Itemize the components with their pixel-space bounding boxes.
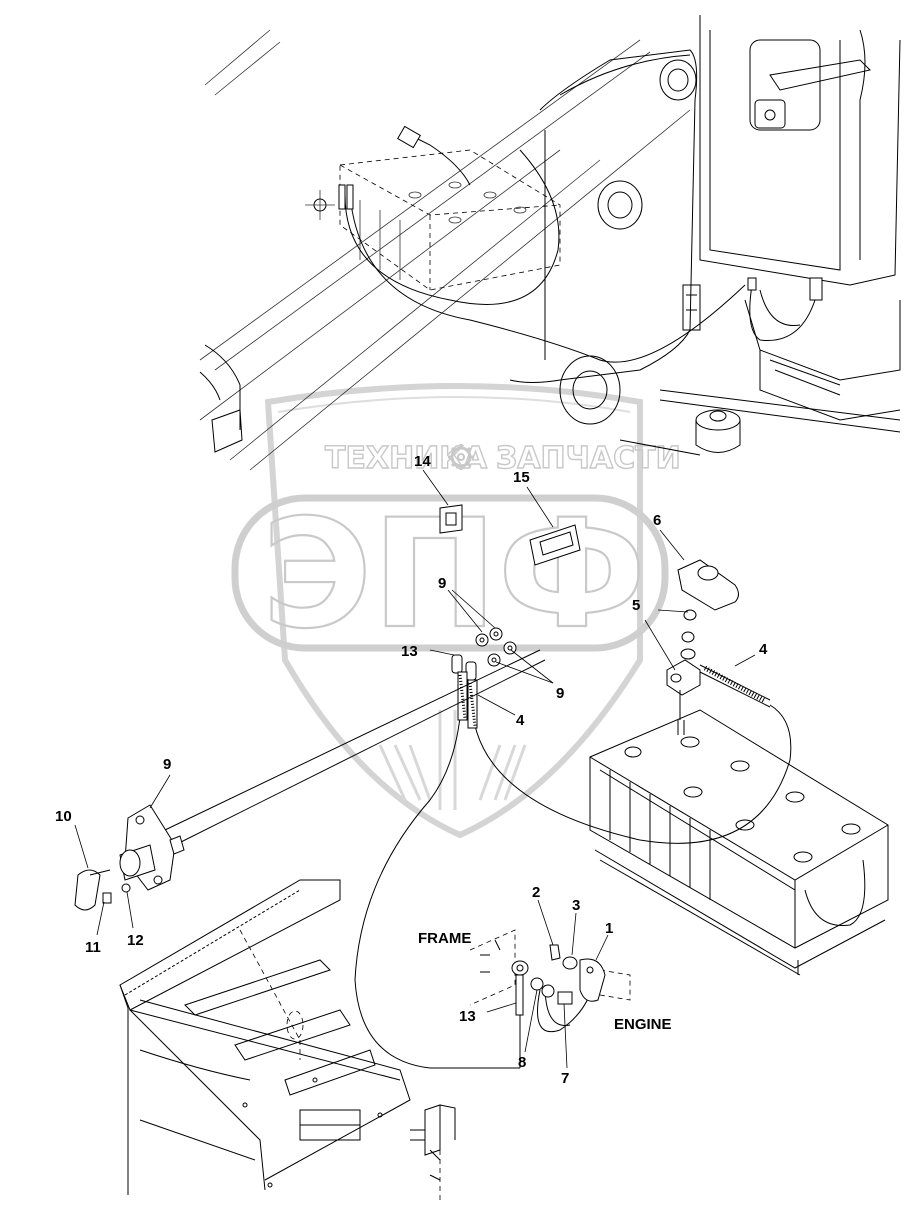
watermark-right-text: ЗАПЧАСТИ: [496, 441, 681, 476]
disconnect-switch: [74, 649, 546, 911]
terminal-clamp: [666, 559, 739, 720]
callout-7: 7: [561, 1070, 569, 1087]
callout-1: 1: [605, 920, 613, 937]
label-frame: FRAME: [418, 930, 471, 947]
callout-13-top: 13: [401, 643, 418, 660]
callout-10: 10: [55, 808, 72, 825]
callout-12: 12: [127, 932, 144, 949]
gear-icon: [448, 444, 474, 470]
leader-lines: [74, 469, 756, 1069]
callouts: 14 15 6 5 4 9 13 9 4 9 10 11 12 2 3 1 FR…: [55, 453, 768, 1087]
decal-14: [439, 504, 463, 534]
callout-9-right: 9: [556, 685, 564, 702]
watermark-shield: [264, 383, 643, 839]
ground-strap: [469, 929, 631, 1016]
callout-5: 5: [632, 597, 640, 614]
label-engine: ENGINE: [614, 1016, 672, 1033]
callout-14: 14: [414, 453, 431, 470]
callout-11: 11: [85, 939, 101, 956]
callout-8: 8: [518, 1054, 526, 1071]
terminal-block: [451, 627, 517, 729]
callout-9-switch: 9: [163, 756, 171, 773]
chassis: [119, 879, 456, 1200]
callout-2: 2: [532, 884, 540, 901]
callout-9-top: 9: [438, 575, 446, 592]
callout-13-bottom: 13: [459, 1008, 476, 1025]
main-battery: [589, 709, 889, 976]
watermark-plate: [231, 494, 669, 652]
callout-4-right: 4: [759, 641, 768, 658]
callout-6: 6: [653, 512, 661, 529]
decal-15: [529, 524, 581, 566]
callout-15: 15: [513, 469, 530, 486]
machine-background: [199, 15, 901, 471]
callout-3: 3: [572, 897, 580, 914]
watermark-wheat: [378, 710, 527, 810]
watermark: ТЕХНИКА ЗАПЧАСТИ ЭПФ: [231, 383, 681, 839]
callout-4-left: 4: [516, 712, 525, 729]
upper-battery: [305, 125, 746, 363]
